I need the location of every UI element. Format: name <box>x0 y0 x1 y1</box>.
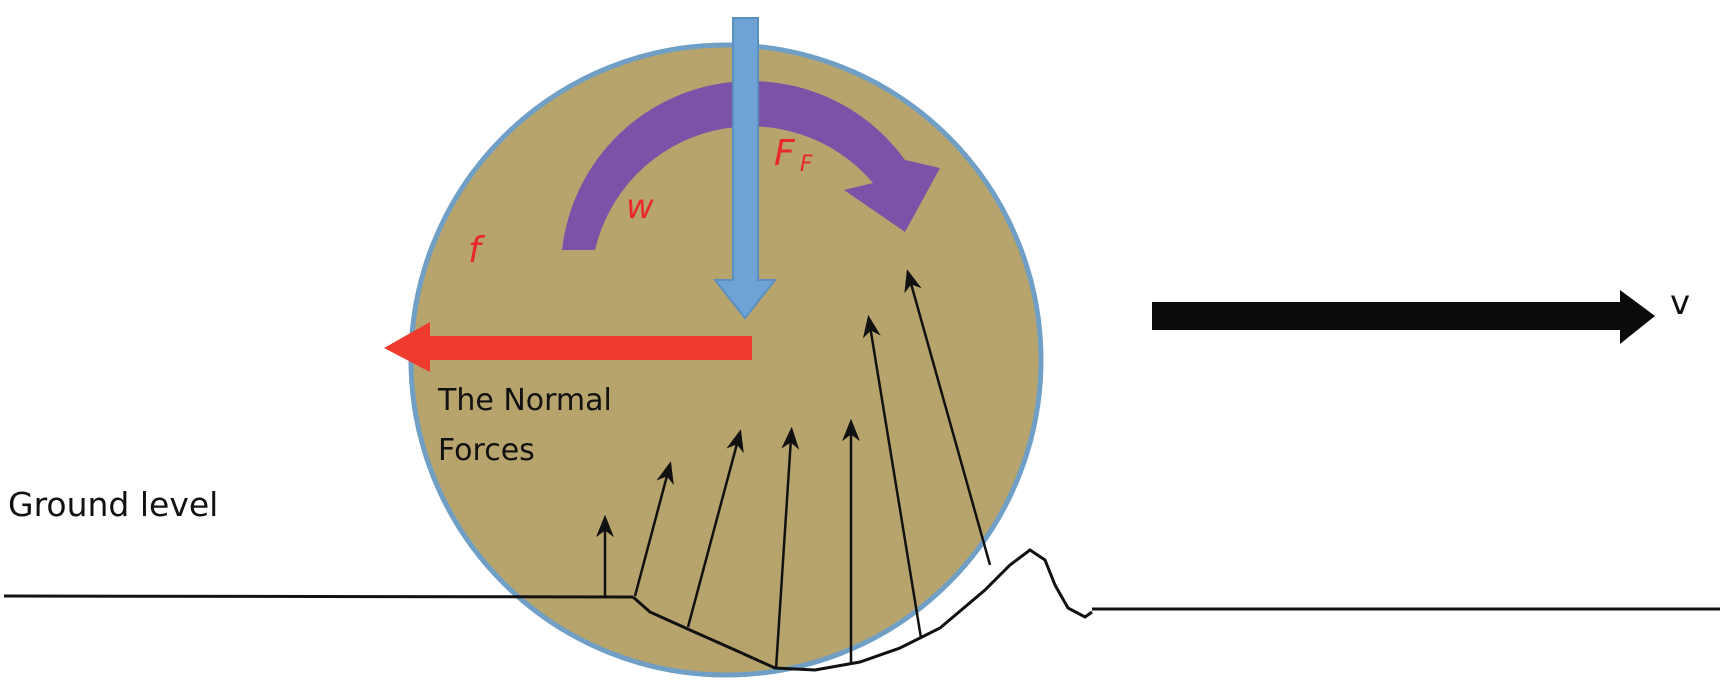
label-ff-main: F <box>774 133 796 174</box>
rotation-arrow <box>562 81 940 250</box>
ground-line-left <box>3 594 634 599</box>
normal-force-arrows <box>596 269 992 670</box>
label-ff-sub: F <box>800 152 813 177</box>
ground-bump-profile <box>632 548 1093 672</box>
weight-arrow <box>712 17 778 320</box>
normal-force-arrow <box>774 426 800 670</box>
label-normal-forces-line2: Forces <box>438 433 535 468</box>
label-normal-forces-line1: The Normal <box>437 383 612 418</box>
label-angular-velocity: w <box>626 187 654 227</box>
friction-arrow <box>384 322 752 372</box>
normal-force-arrow <box>904 269 992 566</box>
normal-force-arrow <box>633 461 674 597</box>
label-ff: F F <box>774 133 813 177</box>
normal-force-arrow <box>686 429 744 628</box>
label-ground-level: Ground level <box>8 485 218 524</box>
normal-force-arrow <box>862 314 923 639</box>
label-velocity: v <box>1670 283 1690 323</box>
velocity-arrow <box>1152 290 1655 344</box>
